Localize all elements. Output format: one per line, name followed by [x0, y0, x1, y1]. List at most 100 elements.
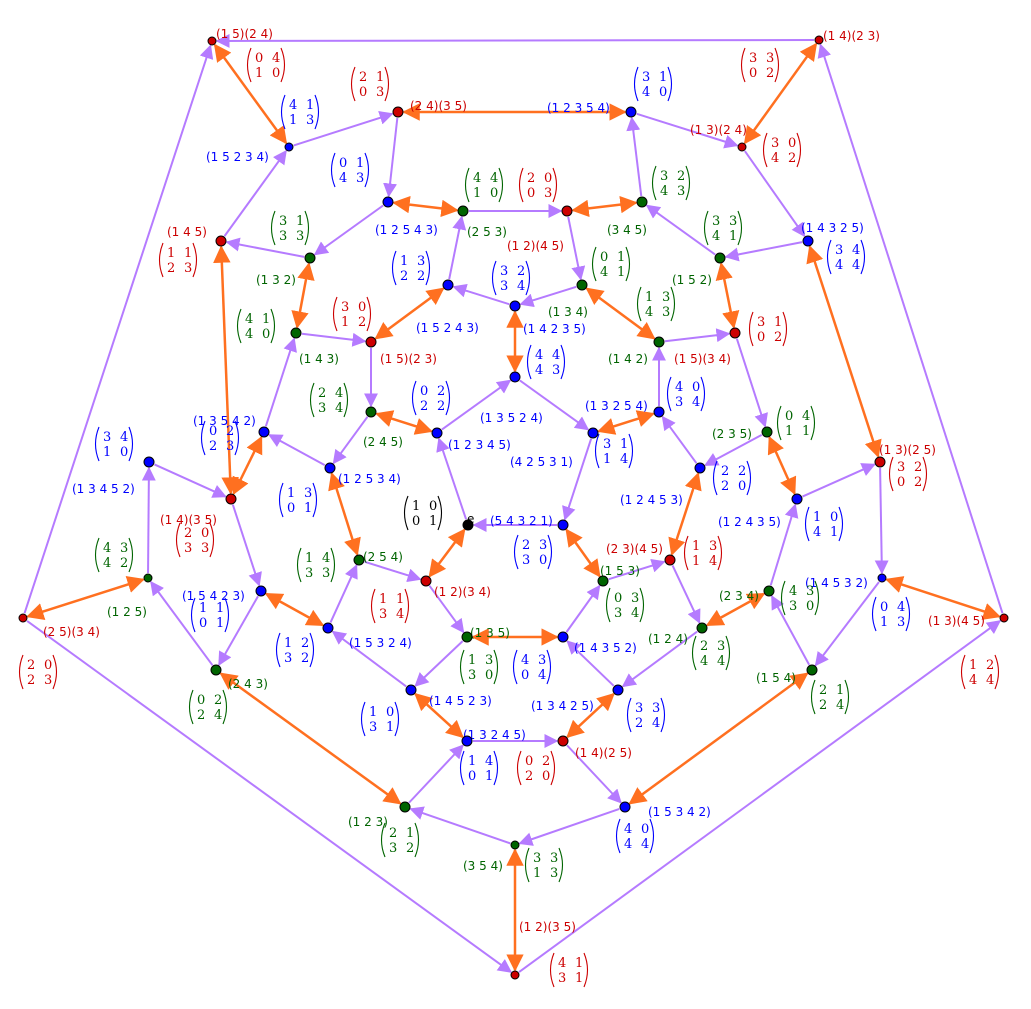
matrix-entry: 1	[692, 539, 700, 554]
directed-edge	[817, 43, 1004, 614]
matrix-entry: 0	[485, 668, 493, 683]
matrix-entry: 3	[500, 279, 508, 294]
matrix-entry: 2	[517, 264, 525, 279]
matrix-entry: 1	[376, 70, 384, 85]
matrix-entry: 4	[535, 348, 543, 363]
matrix-entry: 4	[969, 673, 977, 688]
matrix-entry: 1	[468, 653, 476, 668]
directed-edge	[313, 204, 384, 256]
directed-edge	[626, 116, 643, 197]
vertex-label: (1 5 2 4 3)	[416, 321, 479, 335]
vertex-blue-dot	[258, 426, 270, 438]
vertex-red-dot	[225, 493, 237, 505]
matrix-entry: 2	[358, 315, 366, 330]
vertex-label: (1 5 3 2 4)	[349, 636, 412, 650]
matrix-entry: 3	[120, 541, 128, 556]
vertex-label: (1 2)(3 5)	[519, 920, 576, 934]
matrix-entry: 3	[897, 615, 905, 630]
bidirectional-edge	[628, 672, 809, 805]
bidirectional-edge	[264, 592, 325, 627]
matrix-entry: 3	[341, 300, 349, 315]
matrix-entry: 4	[852, 243, 860, 258]
vertex-green-dot	[304, 252, 316, 264]
matrix-entry: 1	[369, 705, 377, 720]
vertex-blue-dot	[509, 300, 521, 312]
matrix-entry: 0	[757, 330, 765, 345]
matrix-entry: 4	[712, 229, 720, 244]
matrix-entry: 3	[662, 305, 670, 320]
vertex-label: (1 5 4 2 3)	[182, 589, 245, 603]
vertex-label: (1 3 5 2 4)	[480, 411, 543, 425]
vertex-label: e	[467, 512, 474, 526]
matrix-entry: 1	[533, 866, 541, 881]
vertex-blue-dot	[694, 462, 706, 474]
vertex-label: (1 2)(3 4)	[434, 585, 491, 599]
matrix-entry: 4	[396, 607, 404, 622]
vertex-green-dot	[636, 196, 648, 208]
matrix-entry: 3	[369, 720, 377, 735]
matrix-entry: 4	[709, 554, 717, 569]
bidirectional-edge	[213, 245, 239, 495]
directed-edge	[264, 337, 297, 427]
vertex-label: (1 3 4 2 5)	[531, 699, 594, 713]
vertex-label: (1 3 4)	[548, 305, 588, 319]
matrix-entry: 3	[662, 290, 670, 305]
matrix-entry: 3	[376, 85, 384, 100]
vertex-label: (2 3 5)	[712, 427, 752, 441]
vertex-green-dot	[761, 426, 773, 438]
matrix-entry: 3	[304, 486, 312, 501]
matrix-entry: 1	[645, 290, 653, 305]
vertex-label: (1 2 3)	[348, 815, 388, 829]
vertex-red-dot	[561, 205, 573, 217]
matrix-entry: 4	[986, 673, 994, 688]
matrix-entry: 1	[473, 186, 481, 201]
matrix-entry: 0	[420, 384, 428, 399]
directed-edge	[518, 620, 1002, 973]
matrix-entry: 4	[485, 754, 493, 769]
matrix-entry: 0	[358, 300, 366, 315]
matrix-entry: 4	[538, 668, 546, 683]
vertex-green-dot	[806, 664, 818, 676]
bidirectional-edge	[414, 692, 464, 739]
vertex-red-dot	[392, 106, 404, 118]
directed-edge	[231, 504, 262, 587]
matrix-entry: 1	[262, 312, 270, 327]
vertex-label: (2 5)(3 4)	[43, 625, 100, 639]
matrix-entry: 0	[386, 705, 394, 720]
vertex-blue-dot	[442, 279, 454, 291]
matrix-entry: 1	[296, 214, 304, 229]
vertex-label: (1 2 4 5 3)	[620, 493, 683, 507]
vertex-label: (1 4 3 5 2)	[574, 641, 637, 655]
vertex-label: (2 4 5)	[363, 435, 403, 449]
matrix-entry: 2	[120, 556, 128, 571]
matrix-entry: 3	[279, 214, 287, 229]
matrix-entry: 3	[675, 395, 683, 410]
vertex-blue-dot	[625, 106, 637, 118]
matrix-entry: 0	[641, 822, 649, 837]
vertex-blue-dot	[509, 371, 521, 383]
matrix-entry: 4	[836, 698, 844, 713]
matrix-entry: 4	[645, 305, 653, 320]
directed-edge	[519, 379, 590, 431]
matrix-entry: 4	[620, 452, 628, 467]
vertex-red-dot	[420, 575, 432, 587]
bidirectional-edge	[806, 245, 882, 458]
matrix-entry: 4	[272, 51, 280, 66]
bidirectional-edge	[291, 262, 315, 329]
matrix-entry: 3	[318, 401, 326, 416]
matrix-entry: 4	[558, 956, 566, 971]
matrix-entry: 4	[339, 171, 347, 186]
vertex-black-dot	[462, 519, 474, 531]
directed-edge	[441, 379, 512, 431]
